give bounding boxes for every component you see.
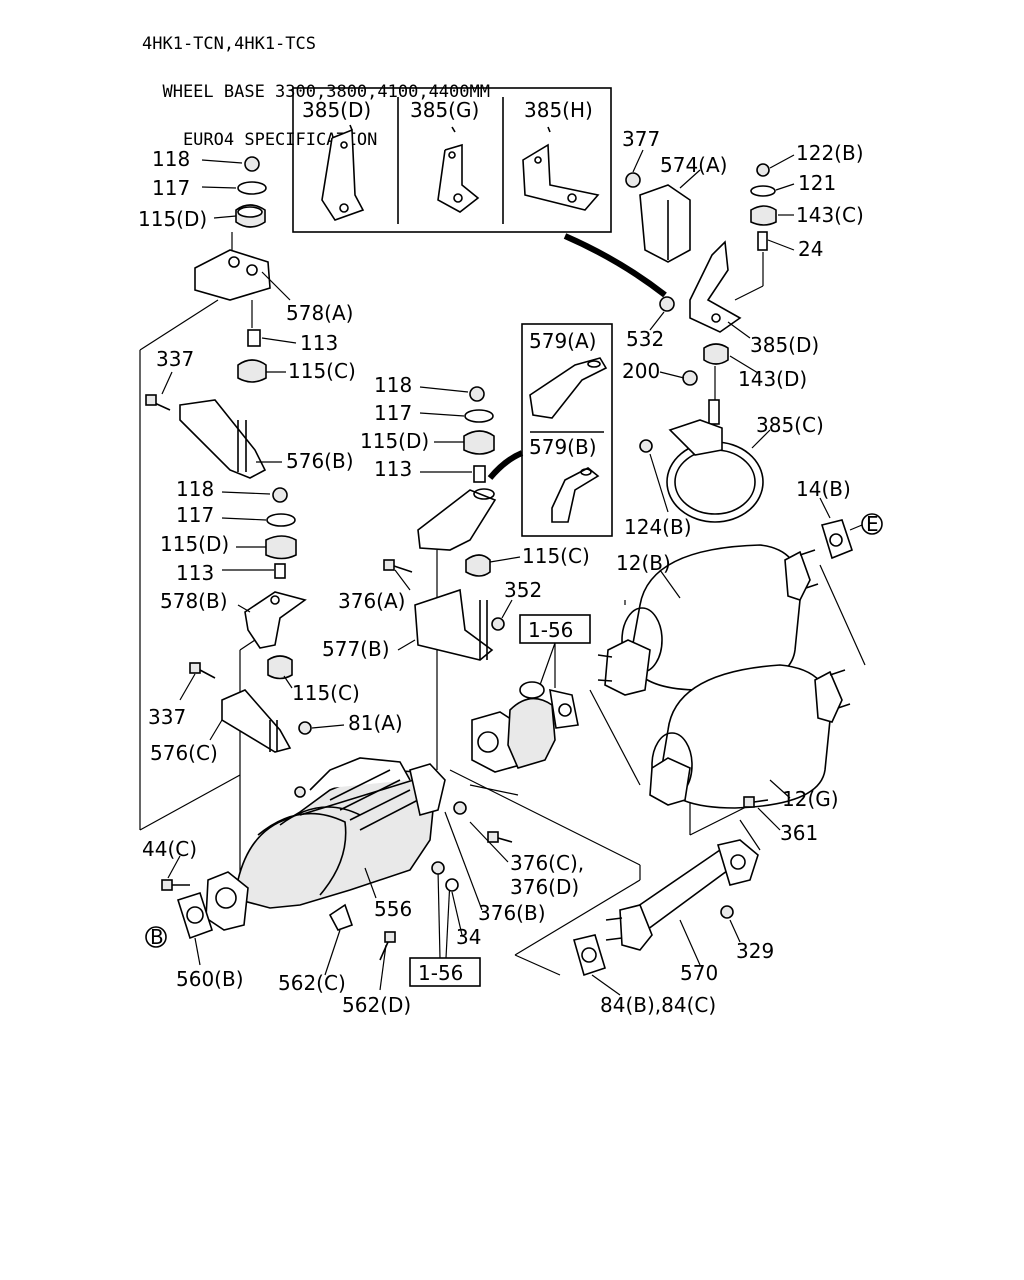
label-118-a: 118 — [152, 147, 190, 171]
label-124b: 124(B) — [624, 515, 692, 539]
mount-stack-middle — [383, 386, 505, 661]
label-14b: 14(B) — [796, 477, 851, 501]
exhaust-brake-unit — [471, 681, 579, 773]
label-143d: 143(D) — [738, 367, 807, 391]
label-115d-b: 115(D) — [360, 429, 429, 453]
label-117-b: 117 — [374, 401, 412, 425]
muffler-12b — [597, 544, 819, 696]
label-84b-84c: 84(B),84(C) — [600, 993, 716, 1017]
label-337-b: 337 — [148, 705, 186, 729]
label-352: 352 — [504, 578, 542, 602]
label-113-a: 113 — [300, 331, 338, 355]
label-115c-a: 115(C) — [288, 359, 356, 383]
label-562d: 562(D) — [342, 993, 411, 1017]
gasket-84 — [573, 934, 606, 977]
circle-ref-e-text: E — [866, 512, 879, 536]
label-578b: 578(B) — [160, 589, 228, 613]
pipe-570 — [605, 839, 759, 951]
inset-label-385g: 385(G) — [410, 98, 479, 122]
guide-lines — [139, 299, 866, 976]
inset-pointer-arrow — [563, 233, 667, 298]
ref-box-top-text: 1-56 — [528, 618, 573, 642]
muffler-12g — [649, 664, 851, 809]
gasket-14b — [820, 519, 853, 560]
label-376d: 376(D) — [510, 875, 579, 899]
label-576c: 576(C) — [150, 741, 218, 765]
label-376c: 376(C), — [510, 851, 584, 875]
label-81a: 81(A) — [348, 711, 403, 735]
label-12g: 12(G) — [782, 787, 839, 811]
label-385d: 385(D) — [750, 333, 819, 357]
mount-stack-left-bottom — [189, 487, 312, 753]
label-113-c: 113 — [176, 561, 214, 585]
label-115c-b: 115(C) — [522, 544, 590, 568]
label-556: 556 — [374, 897, 412, 921]
circle-ref-e: E — [861, 512, 883, 536]
label-376b: 376(B) — [478, 901, 546, 925]
ref-box-bottom-text: 1-56 — [418, 961, 463, 985]
inset-label-385h: 385(H) — [524, 98, 593, 122]
label-12b: 12(B) — [616, 551, 671, 575]
label-24: 24 — [798, 237, 823, 261]
circle-ref-b-text: B — [150, 925, 164, 949]
label-115c-c: 115(C) — [292, 681, 360, 705]
bracket-579-inset: 579(A) 579(B) — [521, 323, 613, 537]
label-143c: 143(C) — [796, 203, 864, 227]
label-122b: 122(B) — [796, 141, 864, 165]
label-337-a: 337 — [156, 347, 194, 371]
label-200: 200 — [622, 359, 660, 383]
label-560b: 560(B) — [176, 967, 244, 991]
inset-label-579b: 579(B) — [529, 435, 597, 459]
bracket-inset-box: 385(D) 385(G) 385(H) — [292, 87, 612, 233]
label-376a: 376(A) — [338, 589, 405, 613]
label-115d-c: 115(D) — [160, 532, 229, 556]
label-118-c: 118 — [176, 477, 214, 501]
label-577b: 577(B) — [322, 637, 390, 661]
right-top-mount — [625, 163, 777, 523]
label-377: 377 — [622, 127, 660, 151]
label-576b: 576(B) — [286, 449, 354, 473]
label-115d-a: 115(D) — [138, 207, 207, 231]
header-line-1: 4HK1-TCN,4HK1-TCS — [142, 34, 316, 54]
gasket-560b — [176, 891, 213, 940]
label-34: 34 — [456, 925, 481, 949]
inset-label-385d: 385(D) — [302, 98, 371, 122]
label-562c: 562(C) — [278, 971, 346, 995]
converter-556 — [161, 757, 513, 961]
label-113-b: 113 — [374, 457, 412, 481]
label-44c: 44(C) — [142, 837, 197, 861]
inset-label-579a: 579(A) — [529, 329, 596, 353]
label-329: 329 — [736, 939, 774, 963]
label-385c: 385(C) — [756, 413, 824, 437]
label-570: 570 — [680, 961, 718, 985]
ref-box-1-56-bottom: 1-56 — [409, 869, 481, 987]
label-578a: 578(A) — [286, 301, 353, 325]
label-121: 121 — [798, 171, 836, 195]
mount-stack-left-top — [145, 156, 271, 479]
circle-ref-b: B — [145, 925, 167, 949]
label-117-c: 117 — [176, 503, 214, 527]
inset-579-pointer — [487, 450, 524, 480]
label-118-b: 118 — [374, 373, 412, 397]
label-117-a: 117 — [152, 176, 190, 200]
label-361: 361 — [780, 821, 818, 845]
label-574a: 574(A) — [660, 153, 727, 177]
ref-box-1-56-top: 1-56 — [519, 614, 591, 688]
label-532: 532 — [626, 327, 664, 351]
